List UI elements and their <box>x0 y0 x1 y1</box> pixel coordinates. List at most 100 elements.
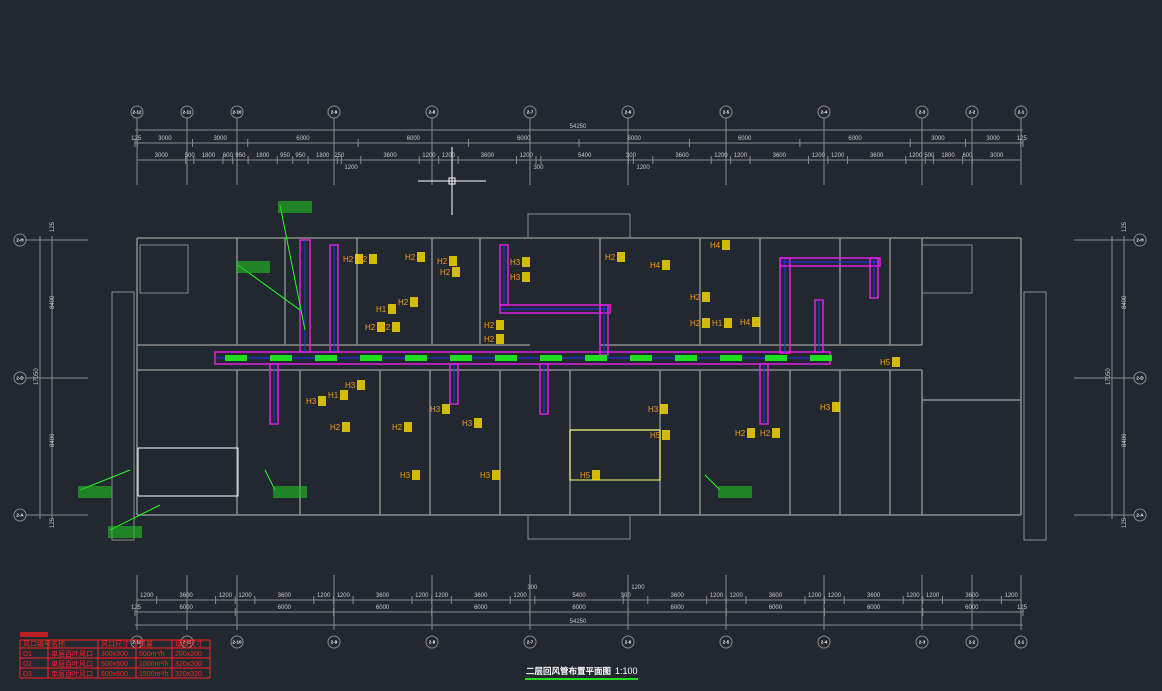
annotation-note <box>78 486 112 498</box>
duct-tag: H2 <box>357 255 368 264</box>
table-cell: 500m³/h <box>139 651 165 658</box>
axis-label: 2-8 <box>429 640 436 645</box>
table-cell: 单层百叶风口 <box>51 659 93 668</box>
dimension-value: 3600 <box>965 593 979 599</box>
axis-bubble <box>180 105 194 119</box>
duct-size-label <box>765 355 787 361</box>
air-terminal <box>772 428 780 438</box>
axis-bubble <box>230 635 244 649</box>
axis-bubble <box>817 635 831 649</box>
duct-tag: H2 <box>735 429 746 438</box>
duct-size-label <box>405 355 427 361</box>
scale-text: 1:100 <box>615 666 638 676</box>
duct-size-label <box>450 355 472 361</box>
axis-label: 2-11 <box>183 640 192 645</box>
air-terminal <box>392 322 400 332</box>
air-terminal <box>342 422 350 432</box>
air-terminal <box>412 470 420 480</box>
dimension-value: 250 <box>334 153 345 159</box>
hatched-wall <box>527 213 631 239</box>
axis-label: 2-A <box>16 513 24 518</box>
duct-size-label <box>360 355 382 361</box>
duct-tag: H3 <box>648 405 659 414</box>
dimension-value: 3600 <box>870 153 884 159</box>
dimension-value: 3600 <box>383 153 397 159</box>
dimension-value: 8400 <box>1122 433 1128 447</box>
axis-bubble <box>965 635 979 649</box>
dimension-value: 600 <box>962 153 973 159</box>
dimension-value: 3600 <box>179 593 193 599</box>
table-cell: 600x600 <box>101 671 128 678</box>
duct-tag: H2 <box>405 253 416 262</box>
duct-tag: H2 <box>484 335 495 344</box>
dimension-value: 1200 <box>729 593 743 599</box>
axis-label: 2-3 <box>919 110 926 115</box>
air-terminal <box>474 418 482 428</box>
table-header-cell: 风量 <box>139 640 153 648</box>
drawing-title: 二层回风管布置平面图 1:100 <box>525 666 638 680</box>
dimension-value: 300 <box>527 585 538 591</box>
dimension-value: 1200 <box>909 153 923 159</box>
air-terminal <box>662 430 670 440</box>
dimension-value: 125 <box>50 221 56 232</box>
air-terminal <box>662 260 670 270</box>
air-terminal <box>592 470 600 480</box>
duct-tag: H3 <box>820 403 831 412</box>
duct-size-label <box>540 355 562 361</box>
dimension-value: 6000 <box>407 136 421 142</box>
axis-bubble <box>915 105 929 119</box>
axis-bubble <box>327 635 341 649</box>
annotation-leader <box>109 504 161 531</box>
air-terminal <box>355 254 363 264</box>
duct-tag: H4 <box>650 261 661 270</box>
air-terminal <box>747 428 755 438</box>
dimension-value: 3000 <box>155 153 169 159</box>
axis-label: 2-12 <box>132 640 142 645</box>
dimension-value: 3000 <box>931 136 945 142</box>
axis-bubble <box>1014 635 1028 649</box>
dimension-value: 6000 <box>278 605 292 611</box>
axis-label: 2-H <box>16 238 23 243</box>
dimension-value: 3600 <box>671 593 685 599</box>
axis-label: 2-7 <box>527 110 534 115</box>
air-terminal <box>752 317 760 327</box>
table-header-cell: 名称 <box>51 639 65 648</box>
duct-size-label <box>630 355 652 361</box>
dimension-value: 125 <box>1017 605 1028 611</box>
annotation-leader <box>704 474 721 491</box>
axis-bubble <box>621 105 635 119</box>
axis-label: 2-5 <box>723 110 730 115</box>
axis-label: 2-A <box>1136 513 1144 518</box>
air-terminal <box>449 256 457 266</box>
dimension-value: 1200 <box>714 153 728 159</box>
dimension-value: 1200 <box>140 593 154 599</box>
highlight-room <box>569 429 661 481</box>
dimension-value: 3600 <box>867 593 881 599</box>
dimension-value: 950 <box>235 153 246 159</box>
dimension-value: 1200 <box>442 153 456 159</box>
duct-size-label <box>585 355 607 361</box>
axis-label: 2-12 <box>132 110 142 115</box>
dimension-value: 17050 <box>1106 368 1112 385</box>
dimension-value: 125 <box>1122 221 1128 232</box>
duct-tag: H3 <box>345 381 356 390</box>
air-terminal <box>702 318 710 328</box>
axis-label: 2-6 <box>625 640 632 645</box>
title-underline <box>525 678 638 680</box>
axis-bubble <box>130 105 144 119</box>
axis-bubble <box>621 635 635 649</box>
dimension-value: 8400 <box>50 433 56 447</box>
axis-bubble <box>719 635 733 649</box>
air-terminal <box>340 390 348 400</box>
crosshair-cursor <box>418 147 486 215</box>
dimension-value: 6000 <box>738 136 752 142</box>
duct-tag: H2 <box>365 323 376 332</box>
dimension-value: 6000 <box>296 136 310 142</box>
axis-label: 2-2 <box>969 110 976 115</box>
dimension-value: 300 <box>626 153 637 159</box>
axis-bubble <box>1014 105 1028 119</box>
duct-tag: H2 <box>380 323 391 332</box>
axis-label: 2-D <box>1136 376 1144 381</box>
dimension-value: 500 <box>924 153 935 159</box>
